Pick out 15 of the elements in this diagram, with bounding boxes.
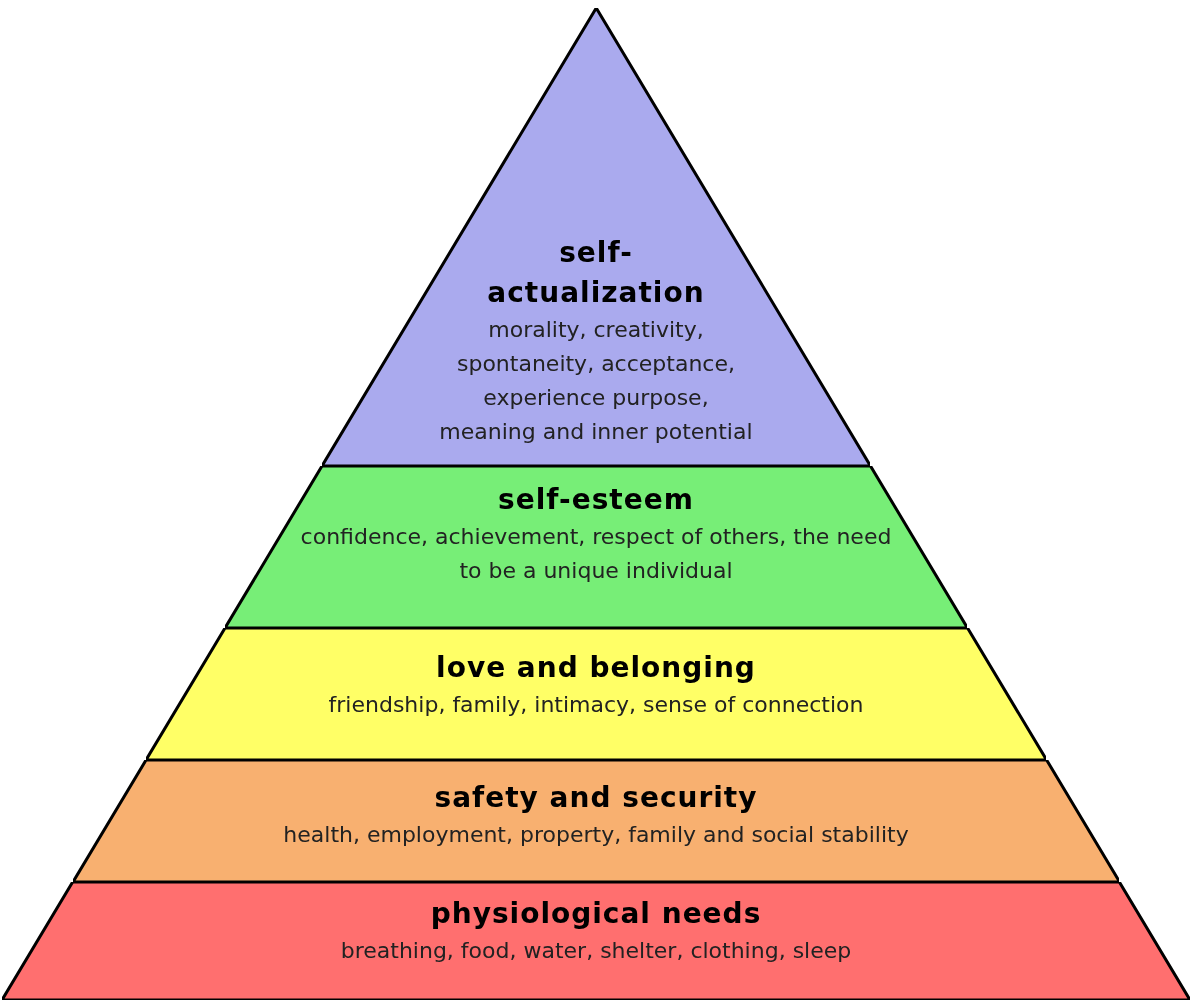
tier-heading: self- actualization <box>486 235 706 311</box>
tier-description: breathing, food, water, shelter, clothing, sleep <box>340 937 852 965</box>
pyramid-tier <box>145 628 1047 760</box>
tier-description: friendship, family, intimacy, sense of connection <box>328 691 864 719</box>
tier-description: morality, creativity, spontaneity, acceptance, experience purpose, meaning and inner potential <box>438 316 754 446</box>
pyramid-tier <box>224 466 968 628</box>
pyramid-apex <box>321 8 871 466</box>
pyramid-tier <box>72 760 1120 882</box>
tier-description: health, employment, property, family and social stability <box>283 821 909 849</box>
tier-heading: safety and security <box>434 780 758 816</box>
pyramid-tier <box>2 882 1190 1000</box>
tier-heading: love and belonging <box>436 650 756 686</box>
tier-description: confidence, achievement, respect of others, the need to be a unique individual <box>299 523 893 585</box>
tier-heading: self-esteem <box>498 482 694 518</box>
tier-heading: physiological needs <box>430 896 762 932</box>
